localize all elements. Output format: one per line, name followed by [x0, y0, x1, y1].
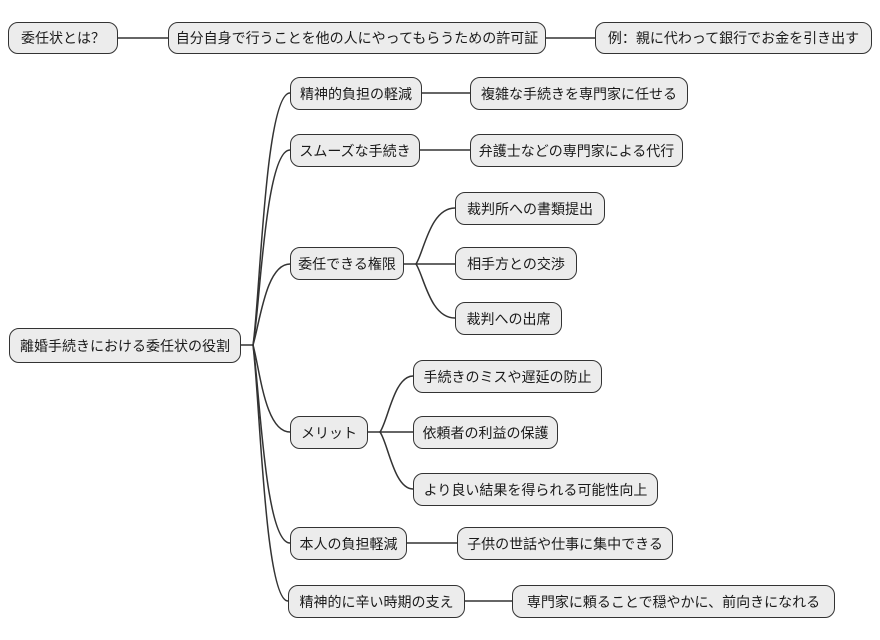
node-root: 離婚手続きにおける委任状の役割 — [9, 328, 241, 363]
node-branch-emotional-support: 精神的に辛い時期の支え — [288, 585, 465, 618]
node-leaf-negotiation: 相手方との交渉 — [455, 247, 577, 280]
node-branch-mental-relief: 精神的負担の軽減 — [290, 77, 422, 110]
node-leaf-court-documents: 裁判所への書類提出 — [455, 192, 605, 225]
edge-root-branch-5 — [252, 344, 291, 544]
node-branch-merits: メリット — [290, 416, 368, 449]
node-branch-delegable-authority: 委任できる権限 — [290, 247, 404, 280]
node-leaf-protect-interests: 依頼者の利益の保護 — [413, 416, 558, 449]
node-leaf-better-results: より良い結果を得られる可能性向上 — [413, 473, 658, 506]
node-leaf-lawyer-representation: 弁護士などの専門家による代行 — [470, 134, 683, 167]
node-branch-smooth-process: スムーズな手続き — [290, 134, 420, 167]
node-leaf-stay-positive: 専門家に頼ることで穏やかに、前向きになれる — [512, 585, 835, 618]
edge-branch4-leaf3 — [379, 431, 414, 490]
edge-root-branch-4 — [252, 344, 291, 433]
node-poa-example: 例：親に代わって銀行でお金を引き出す — [595, 22, 872, 54]
node-leaf-court-attendance: 裁判への出席 — [455, 302, 562, 335]
node-branch-personal-burden-reduction: 本人の負担軽減 — [290, 527, 407, 560]
edge-branch3-leaf3 — [415, 263, 456, 319]
node-leaf-prevent-mistakes: 手続きのミスや遅延の防止 — [413, 360, 602, 393]
edge-root-branch-2 — [252, 149, 291, 346]
edge-branch3-leaf1 — [415, 207, 456, 265]
node-poa-term: 委任状とは？ — [8, 22, 118, 54]
edge-branch4-leaf1 — [379, 375, 414, 433]
edge-root-branch-6 — [252, 344, 289, 602]
node-leaf-focus-on-childcare-work: 子供の世話や仕事に集中できる — [457, 527, 673, 560]
edge-root-branch-3 — [252, 263, 291, 346]
node-poa-definition: 自分自身で行うことを他の人にやってもらうための許可証 — [168, 22, 546, 54]
node-leaf-delegate-to-expert: 複雑な手続きを専門家に任せる — [470, 77, 688, 110]
edge-root-branch-1 — [252, 92, 291, 346]
